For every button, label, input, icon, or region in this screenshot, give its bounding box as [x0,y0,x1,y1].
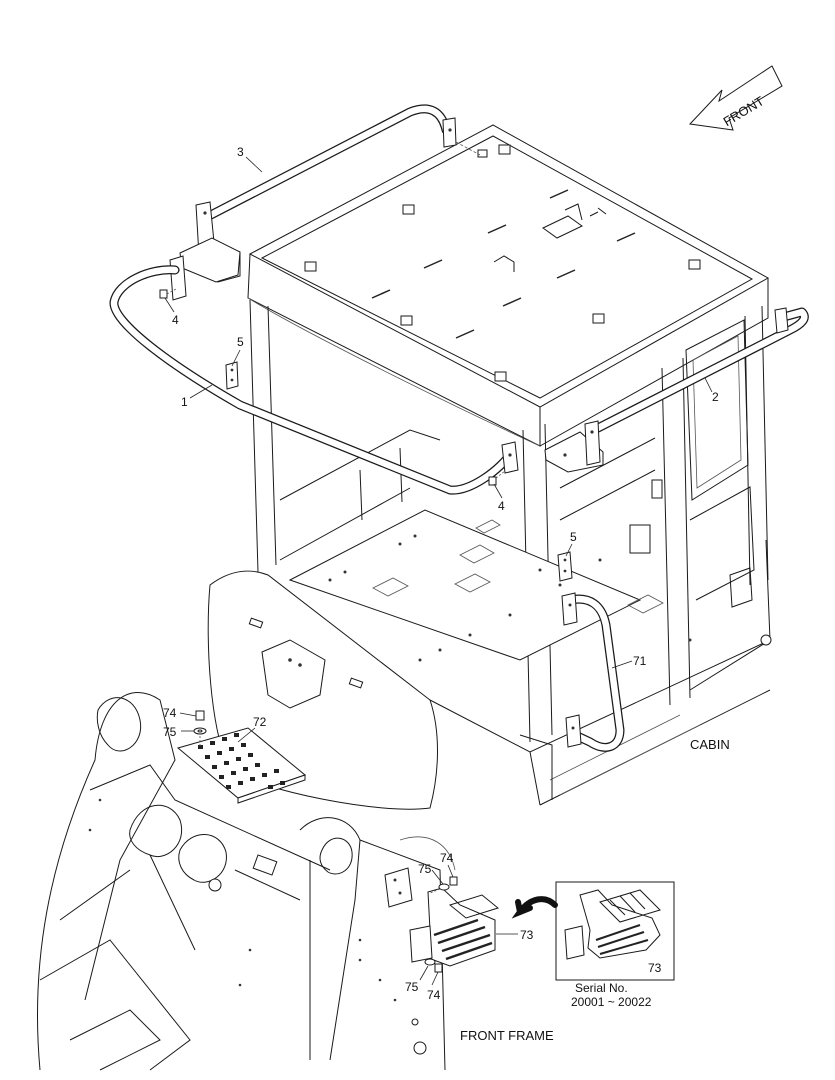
step-plate-72 [176,727,307,804]
callout-71: 71 [633,654,647,668]
guard-rail-2 [544,307,809,473]
callout-3: 3 [237,145,244,159]
callout-5-lower: 5 [570,530,577,544]
handrail-71 [561,592,625,752]
bolt-74-washer-75-upper [429,876,458,894]
bracket-5-upper [225,361,239,390]
bolt-74-washer-75-plate [193,710,207,748]
bracket-left [169,201,241,301]
callout-75-step-upper: 75 [418,862,432,876]
callout-75-plate: 75 [163,725,177,739]
callout-72: 72 [253,715,267,729]
callout-75-step-lower: 75 [405,980,419,994]
callout-4-upper: 4 [172,313,179,327]
guard-rail-3 [200,104,481,223]
front-arrow: FRONT [688,65,783,131]
serial-inset: 73 [555,881,675,981]
bolt-4-upper [159,288,177,299]
roof-bosses [304,144,701,382]
front-frame-label: FRONT FRAME [460,1028,554,1043]
callout-2: 2 [712,390,719,404]
callout-74-step-upper: 74 [440,851,454,865]
step-73 [384,867,500,967]
inset-pointer-arrow [511,896,558,919]
serial-range: 20001 ~ 20022 [571,995,652,1009]
bolt-4-lower [488,470,506,486]
cabin-label: CABIN [690,737,730,752]
callout-73: 73 [520,928,534,942]
bolt-74-washer-75-lower [424,958,443,973]
bracket-5-lower [557,551,573,582]
callout-74-step-lower: 74 [427,988,441,1002]
inset-part-number: 73 [648,961,662,975]
callout-numbers: 3 4 5 1 2 4 5 71 74 75 72 75 74 73 75 74 [163,145,719,1002]
callout-74-plate: 74 [163,706,177,720]
leader-lines [164,156,713,986]
roof-slots [371,189,636,339]
floor-holes [328,534,692,662]
cabin-roof [247,124,770,447]
callout-1: 1 [181,395,188,409]
front-frame [36,692,456,1071]
callout-4-lower: 4 [498,499,505,513]
serial-label: Serial No. [575,981,628,995]
callout-5-upper: 5 [237,335,244,349]
guard-rail-1 [109,265,519,495]
